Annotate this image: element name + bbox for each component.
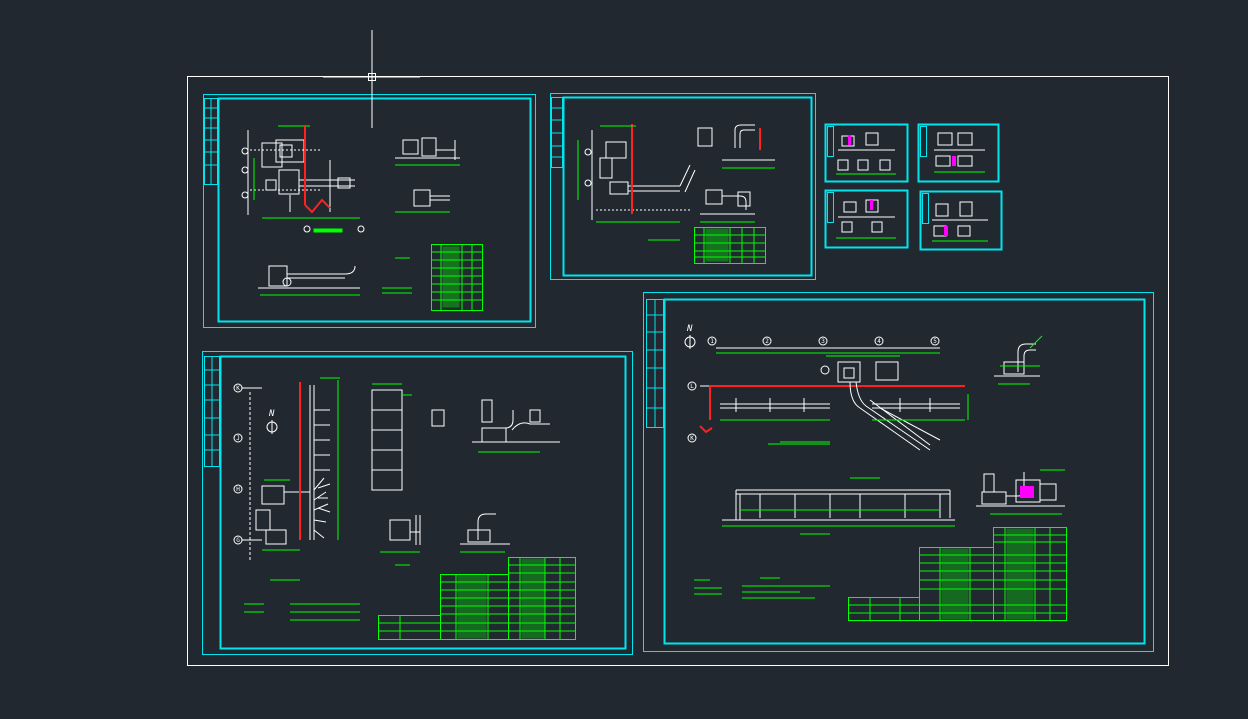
- svg-text:K: K: [690, 435, 694, 442]
- svg-text:1: 1: [710, 338, 714, 345]
- equipment-table-8: [848, 527, 1067, 621]
- north-arrow-label-8: N: [686, 324, 693, 334]
- drawing-sheet-3[interactable]: [824, 123, 909, 183]
- red-pipe-1: [304, 125, 331, 214]
- title-block-strip-7: [204, 356, 220, 467]
- grid-axis-labels-7: K J H G: [236, 385, 240, 544]
- drawing-sheet-5[interactable]: [824, 189, 909, 249]
- north-arrow-label: N: [268, 409, 275, 419]
- equipment-table-7: [378, 557, 576, 640]
- crosshair-cursor-icon: [323, 30, 420, 128]
- detail-dims-8: [990, 335, 1065, 515]
- drawing-sheet-2[interactable]: [550, 93, 816, 280]
- svg-text:L: L: [690, 383, 694, 390]
- drawing-sheet-6[interactable]: [919, 190, 1003, 251]
- section-dims-1: [260, 164, 460, 296]
- section-views-1: [258, 137, 460, 289]
- drawing-sheet-4[interactable]: [917, 123, 1000, 183]
- equipment-table-1: [431, 244, 483, 311]
- pump-room-plan-1: [241, 130, 365, 233]
- svg-text:G: G: [236, 537, 240, 544]
- grid-axis-labels-8: 1 2 3 4 5 L K: [690, 338, 937, 442]
- pipe-network-8: [720, 361, 960, 451]
- title-block-strip-1: [204, 98, 218, 185]
- drawing-sheet-8[interactable]: N 1 2 3 4 5 L K: [643, 292, 1154, 652]
- svg-text:5: 5: [933, 338, 937, 345]
- notes-8: [694, 443, 830, 599]
- title-block-strip-2: [551, 97, 563, 168]
- svg-text:4: 4: [877, 338, 881, 345]
- riser-dims-7: [244, 377, 360, 621]
- equipment-table-2: [694, 227, 766, 264]
- grid-axes-7: [233, 383, 262, 560]
- plan-dims-2: [577, 125, 775, 241]
- plan-dims-1: [253, 125, 360, 233]
- svg-text:2: 2: [765, 338, 769, 345]
- riser-system-7: [255, 385, 331, 545]
- red-pipe-2: [631, 124, 761, 214]
- drawing-sheet-1[interactable]: [203, 94, 536, 328]
- north-arrow-7: N: [266, 409, 278, 434]
- svg-text:K: K: [236, 385, 240, 392]
- elevation-dims-8: [722, 441, 955, 535]
- red-main-8: [699, 385, 965, 434]
- pump-room-plan-2: [584, 124, 775, 220]
- grid-axes-8: [687, 336, 940, 443]
- svg-text:J: J: [236, 435, 240, 442]
- section-dims-7: [372, 383, 540, 566]
- long-elevation-8: [722, 489, 955, 521]
- pump-detail-8: [976, 343, 1065, 507]
- drawing-sheet-7[interactable]: N: [202, 351, 633, 655]
- sheet-border: [187, 76, 1169, 666]
- svg-text:3: 3: [821, 338, 825, 345]
- svg-text:H: H: [236, 486, 240, 493]
- north-arrow-8: N: [684, 324, 696, 349]
- sprinkler-section-7: [371, 389, 560, 545]
- magenta-valve-8: [1020, 486, 1034, 498]
- title-block-strip-8: [646, 299, 664, 428]
